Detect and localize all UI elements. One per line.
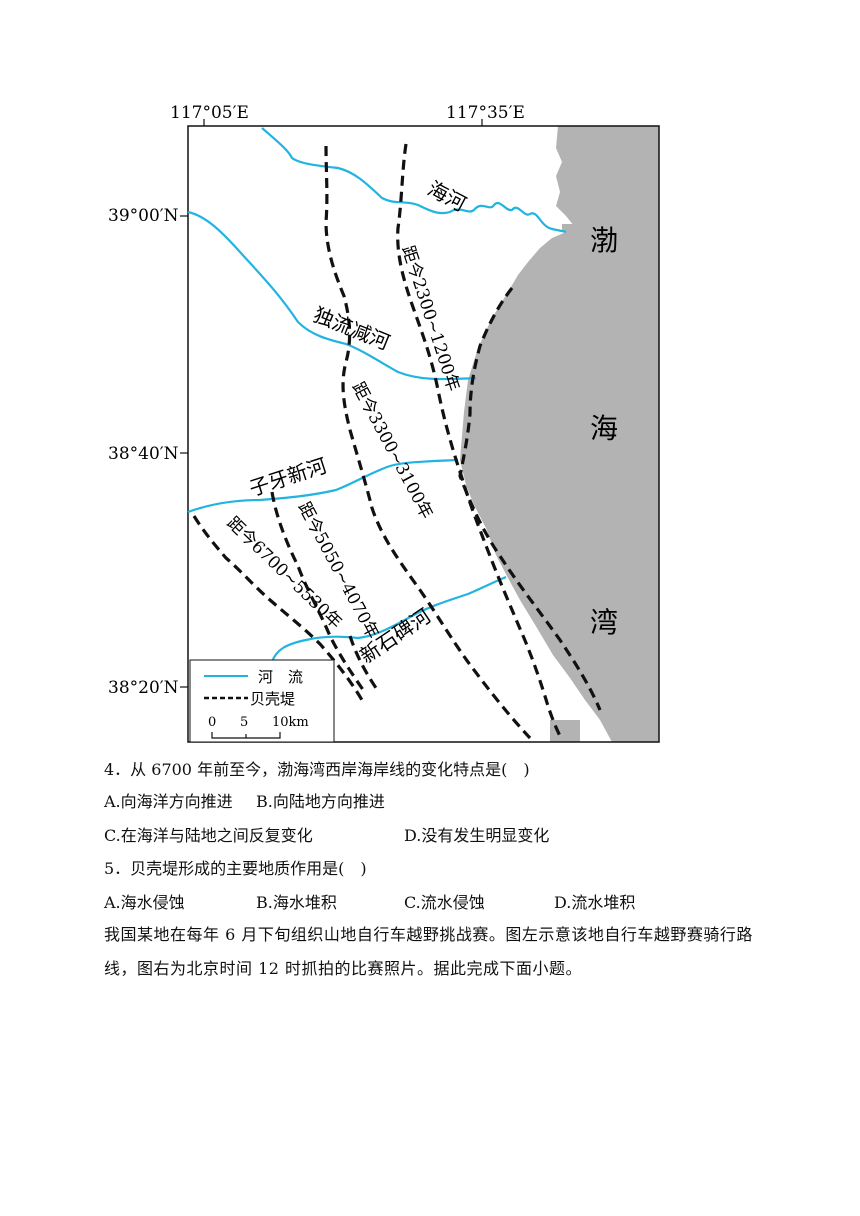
- scale-5: 5: [240, 715, 248, 730]
- question-4-option-c: C.在海洋与陆地之间反复变化: [104, 826, 313, 845]
- label-ridge-3300-3100: 距今3300~3100年: [348, 379, 437, 522]
- lat-label-2: 38°40′N: [108, 444, 179, 464]
- legend-box: [189, 659, 335, 743]
- legend-ridge-label: 贝壳堤: [250, 690, 295, 708]
- question-4-stem: 4．从 6700 年前至今，渤海湾西岸海岸线的变化特点是( ): [104, 760, 530, 779]
- lat-label-3: 38°20′N: [108, 678, 179, 698]
- lon-label-2: 117°35′E: [446, 103, 525, 123]
- question-5-option-c: C.流水侵蚀: [404, 893, 485, 912]
- scale-bar: [211, 732, 281, 739]
- sea-char-1: 渤: [590, 224, 618, 257]
- map-figure: 117°05′E 117°35′E 39°00′N 38°40′N 38°20′…: [108, 103, 660, 743]
- port-detail-south: [550, 720, 580, 742]
- lat-label-1: 39°00′N: [108, 206, 179, 226]
- bohai-bay-area: [460, 126, 659, 742]
- question-4-option-a: A.向海洋方向推进: [104, 792, 233, 811]
- label-ridge-2300-1200: 距今2300~1200年: [397, 243, 463, 394]
- map-svg: 117°05′E 117°35′E 39°00′N 38°40′N 38°20′…: [108, 103, 660, 743]
- port-detail: [562, 224, 574, 232]
- question-4-option-d: D.没有发生明显变化: [404, 826, 550, 845]
- sea-char-3: 湾: [590, 606, 618, 639]
- question-5-option-a: A.海水侵蚀: [104, 893, 185, 912]
- legend-river-label: 河 流: [258, 668, 303, 686]
- lon-label-1: 117°05′E: [170, 103, 249, 123]
- ridge-coastal: [458, 287, 602, 711]
- river-duliujian: [187, 210, 477, 381]
- ridge-3300-3100: [324, 145, 532, 740]
- question-5-option-d: D.流水堆积: [554, 893, 636, 912]
- question-5-stem: 5．贝壳堤形成的主要地质作用是( ): [104, 859, 367, 878]
- ridge-5050-4070-b: [348, 635, 378, 689]
- ridge-6700-5530: [192, 515, 364, 701]
- rivers: [187, 127, 567, 663]
- scale-0: 0: [208, 715, 216, 730]
- question-4-option-b: B.向陆地方向推进: [256, 792, 385, 811]
- ridge-5050-4070: [270, 491, 368, 695]
- river-ziyaxin: [187, 458, 459, 514]
- scale-10: 10km: [272, 715, 309, 730]
- sea-char-2: 海: [590, 412, 618, 445]
- question-5-option-b: B.海水堆积: [256, 893, 337, 912]
- river-xinshibei: [270, 575, 507, 663]
- passage-text: 我国某地在每年 6 月下旬组织山地自行车越野挑战赛。图左示意该地自行车越野赛骑行…: [104, 925, 753, 978]
- river-haihe: [261, 127, 567, 234]
- shell-ridges: [192, 143, 602, 740]
- map-frame: [187, 125, 660, 743]
